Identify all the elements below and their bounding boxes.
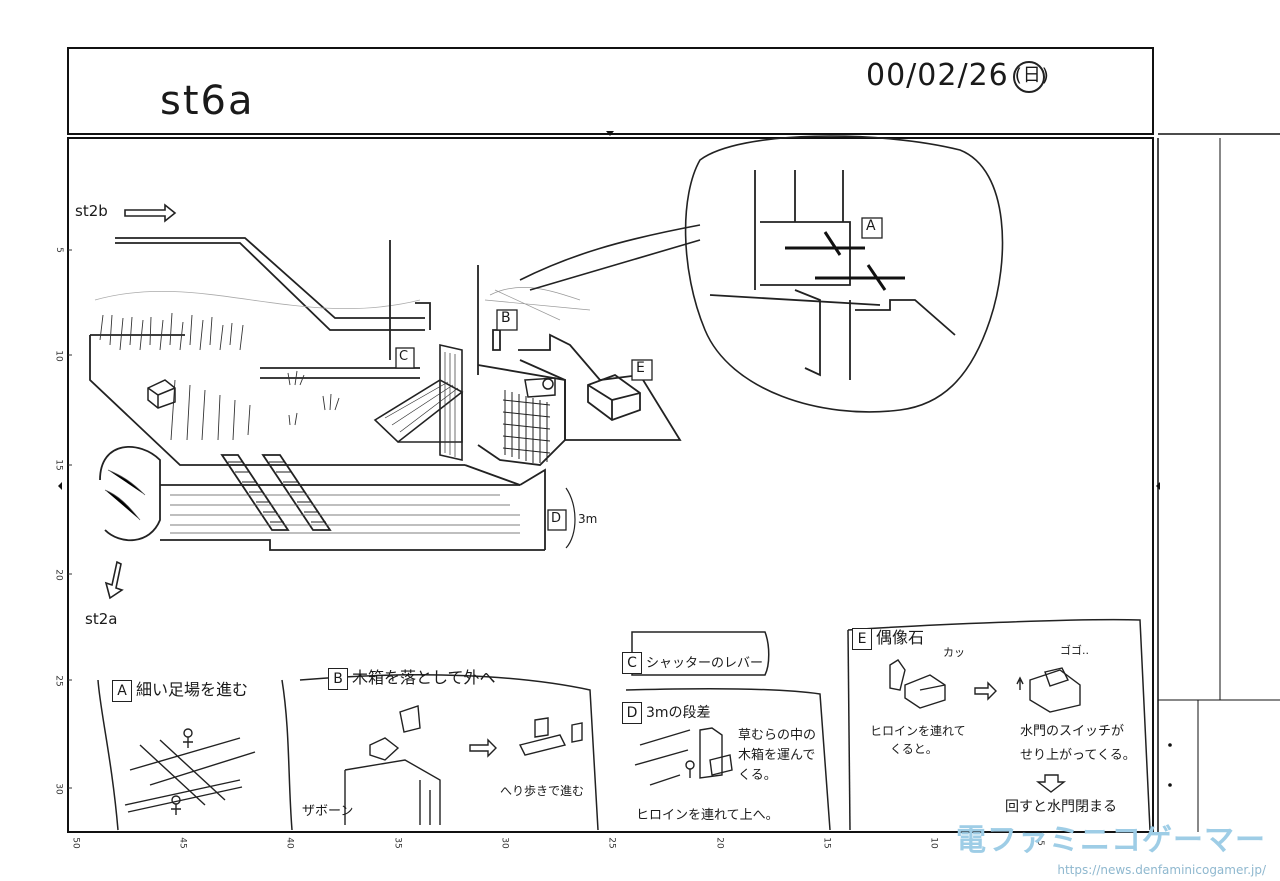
ruler-bottom-40: 40 bbox=[284, 837, 295, 849]
panel-b-text: 木箱を落として外へ bbox=[352, 668, 496, 687]
panel-c-title: C シャッターのレバー bbox=[622, 652, 763, 674]
exit-label: st2a bbox=[85, 610, 118, 628]
panel-d-note-1: 草むらの中の bbox=[738, 728, 817, 743]
ruler-left-25: 25 bbox=[53, 675, 64, 687]
main-frame bbox=[67, 137, 1154, 833]
height-label: 3m bbox=[578, 512, 598, 526]
panel-e-sfx-2: ゴゴ.. bbox=[1060, 644, 1089, 657]
watermark-url: https://news.denfaminicogamer.jp/ bbox=[1057, 863, 1266, 877]
panel-a-letter: A bbox=[112, 680, 132, 702]
ruler-left-15: 15 bbox=[53, 459, 64, 471]
date-text: 00/02/26 bbox=[866, 58, 1009, 93]
ruler-bottom-45: 45 bbox=[177, 837, 188, 849]
panel-e-note-3: 水門のスイッチが bbox=[1020, 724, 1125, 739]
panel-e-note-5: 回すと水門閉まる bbox=[1005, 799, 1117, 815]
entry-label: st2b bbox=[75, 202, 108, 220]
panel-d-text: 3mの段差 bbox=[646, 705, 711, 721]
date-stamp: 00/02/26(日) bbox=[866, 58, 1049, 93]
panel-b-note: へり歩きで進む bbox=[500, 784, 585, 798]
ruler-left-5: 5 bbox=[53, 247, 64, 253]
ruler-left-10: 10 bbox=[53, 350, 64, 362]
panel-e-sfx-1: カッ bbox=[943, 646, 965, 659]
panel-d-note-3: くる。 bbox=[738, 768, 777, 783]
panel-b-sfx: ザボーン bbox=[302, 804, 354, 819]
marker-e: E bbox=[636, 360, 645, 376]
panel-e-text: 偶像石 bbox=[876, 628, 925, 647]
panel-e-note-2: くると。 bbox=[890, 742, 938, 756]
ruler-bottom-50: 50 bbox=[70, 837, 81, 849]
day-mark: (日) bbox=[1012, 60, 1049, 93]
marker-a: A bbox=[866, 218, 876, 234]
panel-e-note-4: せり上がってくる。 bbox=[1020, 748, 1136, 763]
ruler-left-20: 20 bbox=[53, 569, 64, 581]
ruler-bottom-30: 30 bbox=[499, 837, 510, 849]
panel-e-note-1: ヒロインを連れて bbox=[870, 724, 966, 738]
panel-e-letter: E bbox=[852, 628, 872, 650]
marker-b: B bbox=[501, 310, 511, 326]
panel-d-note-4: ヒロインを連れて上へ。 bbox=[636, 808, 779, 823]
panel-c-letter: C bbox=[622, 652, 642, 674]
stage-id: st6a bbox=[160, 78, 255, 124]
ruler-bottom-25: 25 bbox=[606, 837, 617, 849]
ruler-bottom-20: 20 bbox=[714, 837, 725, 849]
ruler-bottom-10: 10 bbox=[928, 837, 939, 849]
ruler-bottom-35: 35 bbox=[392, 837, 403, 849]
watermark-logo: 電ファミニコゲーマー bbox=[956, 823, 1266, 858]
ruler-left-30: 30 bbox=[53, 783, 64, 795]
panel-d-note-2: 木箱を運んで bbox=[738, 748, 816, 763]
panel-a-text: 細い足場を進む bbox=[136, 680, 249, 699]
panel-b-letter: B bbox=[328, 668, 348, 690]
marker-c: C bbox=[399, 349, 409, 364]
panel-d-letter: D bbox=[622, 702, 642, 724]
marker-d: D bbox=[551, 511, 562, 526]
panel-c-text: シャッターのレバー bbox=[646, 656, 764, 671]
ruler-bottom-15: 15 bbox=[821, 837, 832, 849]
